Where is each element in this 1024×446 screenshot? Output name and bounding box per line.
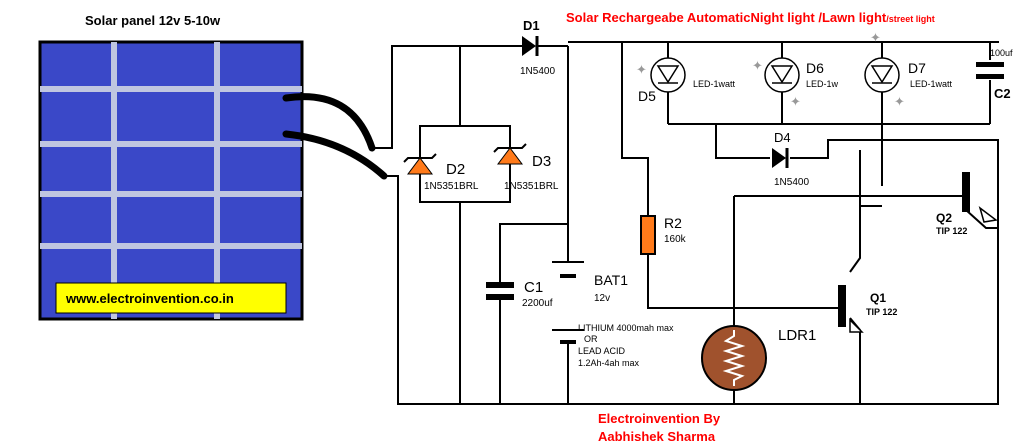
q2-ref: Q2 <box>936 211 952 225</box>
website-banner <box>55 282 287 314</box>
d5-value: LED-1watt <box>693 79 736 89</box>
credit-line-1: Electroinvention By <box>598 411 721 426</box>
zener-d2 <box>403 153 437 175</box>
transistor-q1 <box>838 285 864 333</box>
battery-note-2: OR <box>584 334 598 344</box>
website-text: www.electroinvention.co.in <box>65 291 234 306</box>
title-main: Solar Rechargeabe AutomaticNight light /… <box>566 10 887 25</box>
ldr1-ref: LDR1 <box>778 327 816 344</box>
led-d7: ✦ ✦ <box>864 30 905 109</box>
d7-value: LED-1watt <box>910 79 953 89</box>
d6-ref: D6 <box>806 60 824 76</box>
c1-ref: C1 <box>524 279 543 296</box>
led-d5: ✦ <box>636 57 686 93</box>
svg-text:✦: ✦ <box>752 58 763 73</box>
svg-text:✦: ✦ <box>790 94 801 109</box>
led-d6: ✦ ✦ <box>752 57 801 109</box>
d1-part: 1N5400 <box>520 66 555 77</box>
wires <box>372 41 999 405</box>
d2-ref: D2 <box>446 161 465 178</box>
c1-value: 2200uf <box>522 298 553 309</box>
solar-panel <box>38 40 304 321</box>
d1-ref: D1 <box>523 18 540 33</box>
d3-part: 1N5351BRL <box>504 181 559 192</box>
svg-text:✦: ✦ <box>894 94 905 109</box>
battery-bat1 <box>552 261 584 344</box>
credit-line-2: Aabhishek Sharma <box>598 429 716 444</box>
d4-ref: D4 <box>774 130 791 145</box>
title-suffix: /street light <box>886 14 935 24</box>
bat1-ref: BAT1 <box>594 272 628 288</box>
bat1-voltage: 12v <box>594 293 610 304</box>
transistor-q2 <box>962 172 998 223</box>
zener-d3 <box>493 143 527 165</box>
q1-ref: Q1 <box>870 291 886 305</box>
d3-ref: D3 <box>532 153 551 170</box>
d7-ref: D7 <box>908 60 926 76</box>
battery-note-3: LEAD ACID <box>578 346 626 356</box>
diode-d4 <box>772 148 789 168</box>
c2-value: 100uf <box>990 48 1013 58</box>
d6-value: LED-1w <box>806 79 839 89</box>
panel-cables <box>282 93 388 180</box>
battery-note-4: 1.2Ah-4ah max <box>578 358 640 368</box>
svg-text:✦: ✦ <box>636 62 647 77</box>
capacitor-c2 <box>976 62 1004 79</box>
r2-ref: R2 <box>664 215 682 231</box>
c2-ref: C2 <box>994 86 1011 101</box>
q1-part: TIP 122 <box>866 307 897 317</box>
ldr-ldr1 <box>701 325 767 391</box>
d4-part: 1N5400 <box>774 177 809 188</box>
svg-text:✦: ✦ <box>870 30 881 45</box>
capacitor-c1 <box>486 282 514 300</box>
d2-part: 1N5351BRL <box>424 181 479 192</box>
resistor-r2 <box>640 215 656 255</box>
battery-note-1: LITHIUM 4000mah max <box>578 323 674 333</box>
r2-value: 160k <box>664 234 687 245</box>
diode-d1 <box>522 36 539 56</box>
d5-ref: D5 <box>638 88 656 104</box>
panel-label: Solar panel 12v 5-10w <box>85 13 221 28</box>
q2-part: TIP 122 <box>936 226 967 236</box>
diagram-title: Solar Rechargeabe AutomaticNight light /… <box>566 10 935 25</box>
